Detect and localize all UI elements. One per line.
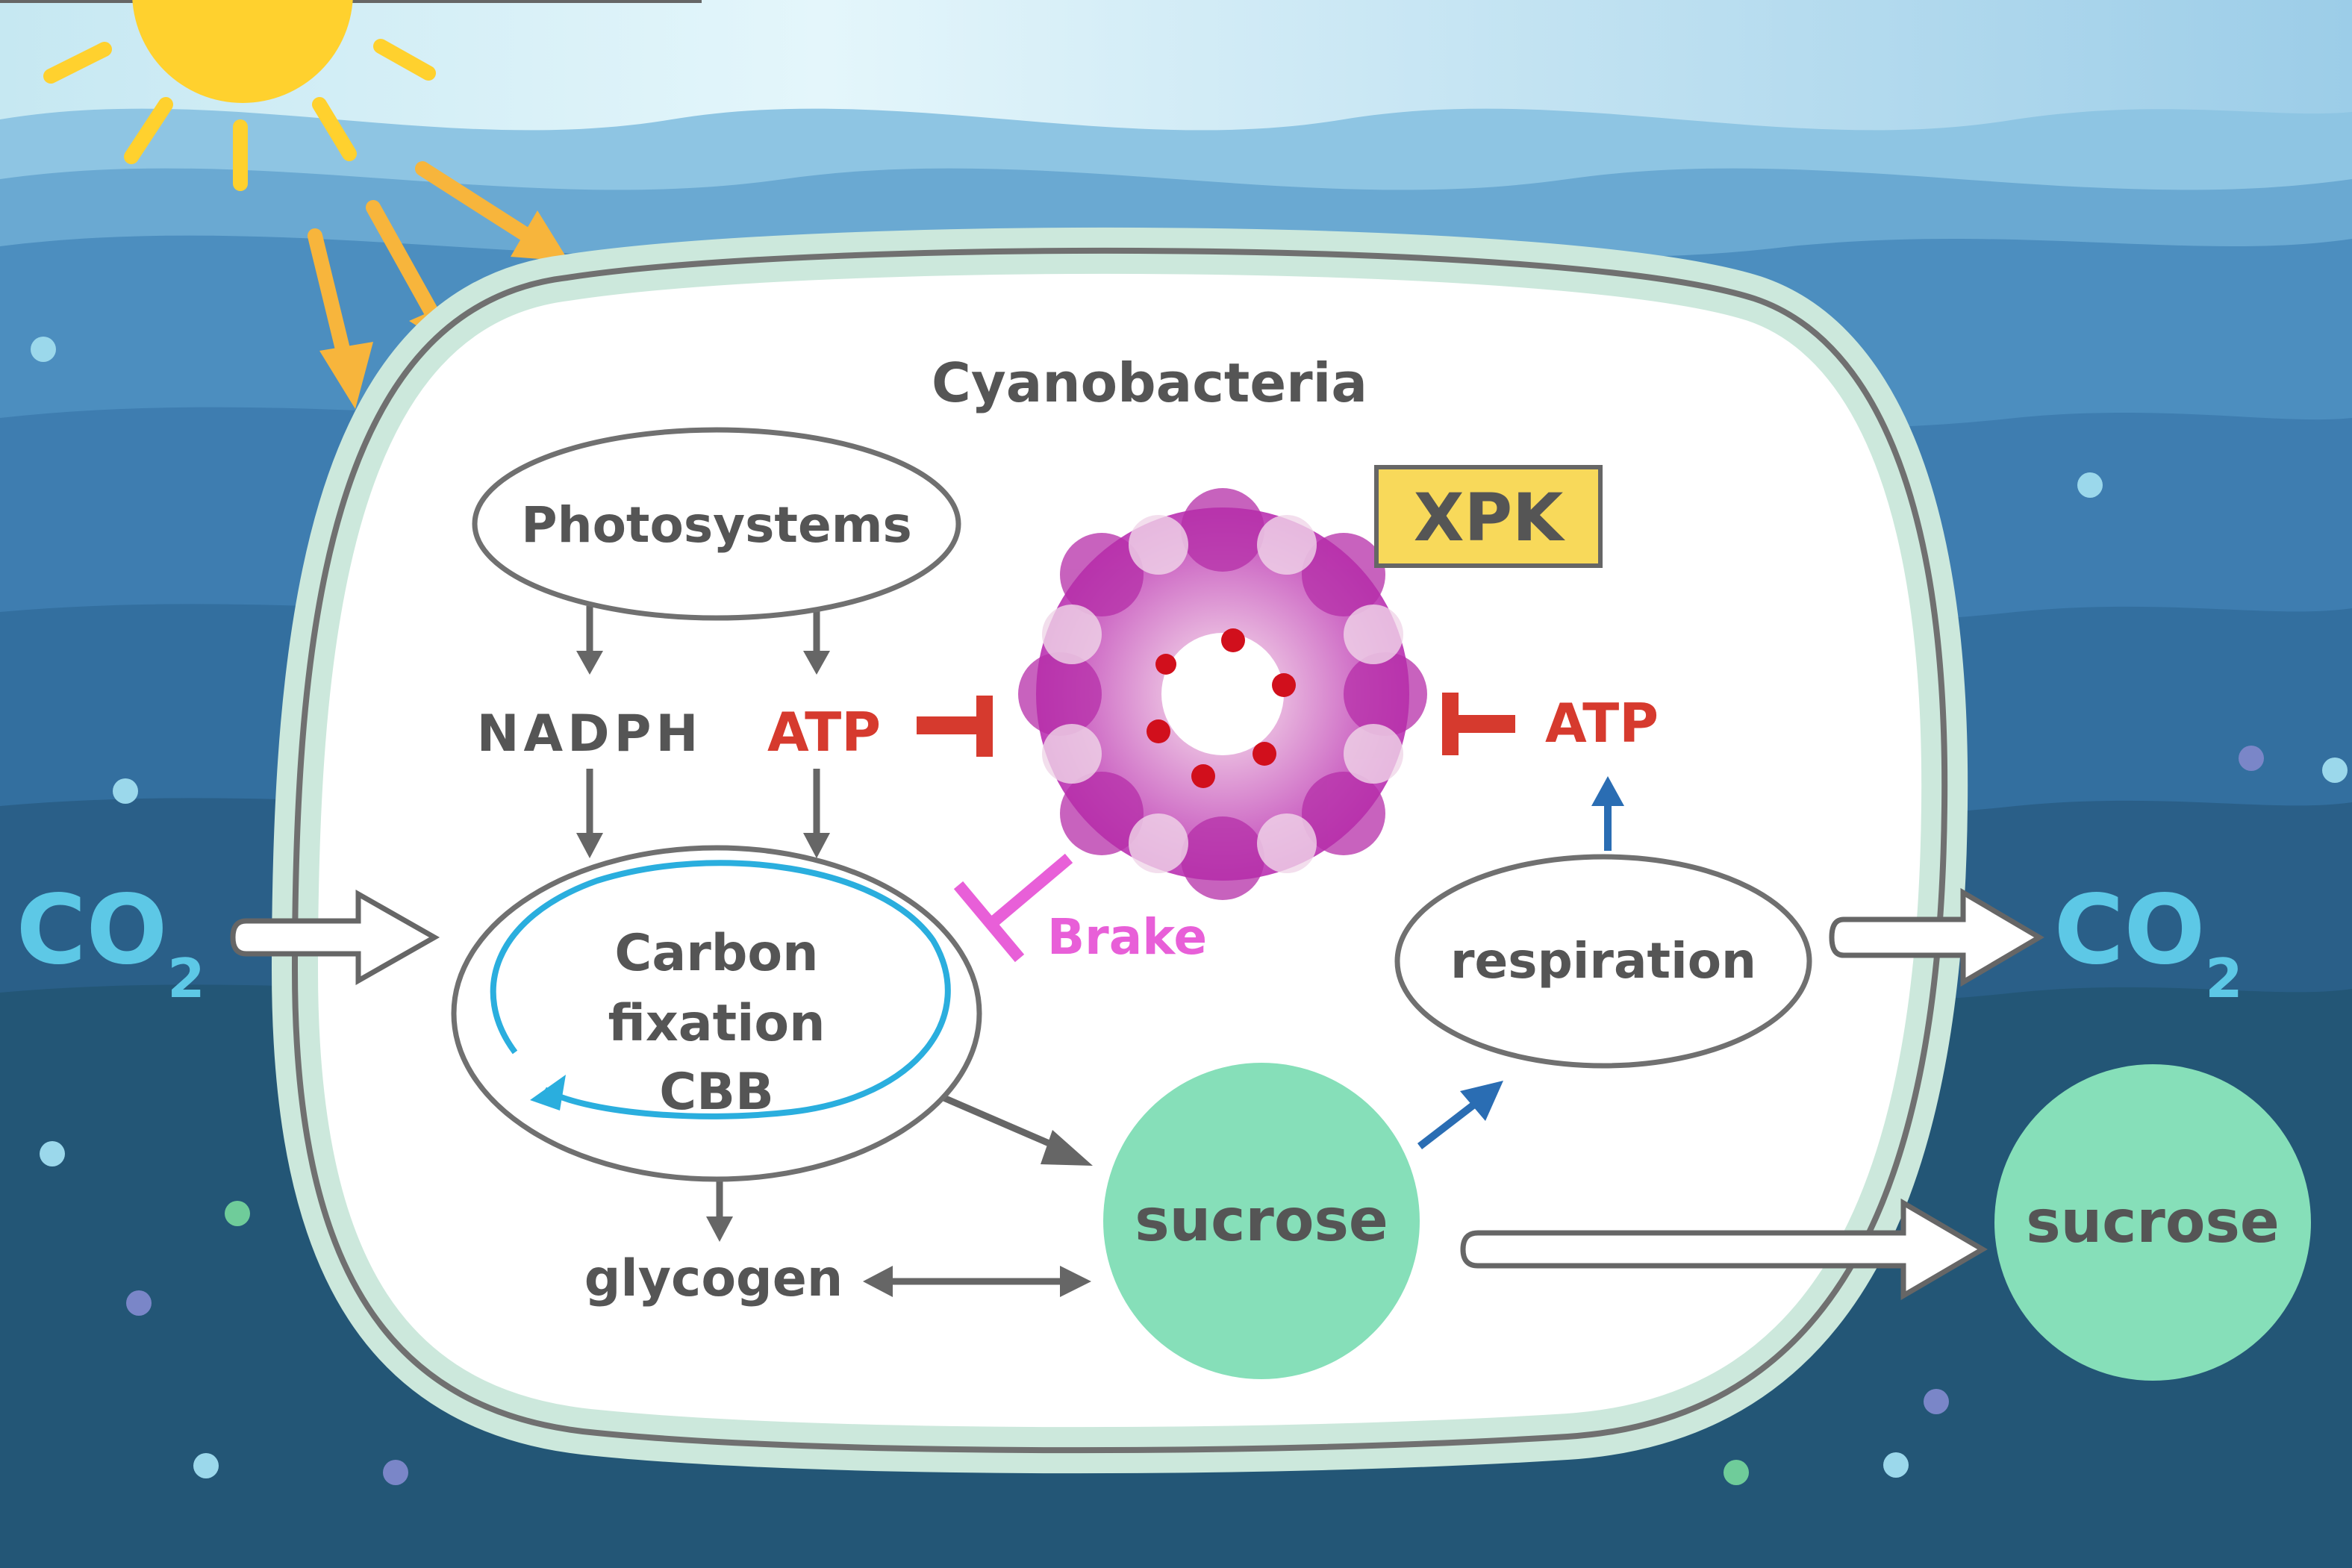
cbb-cycle-arrow bbox=[490, 860, 951, 1119]
bubble bbox=[126, 1290, 152, 1316]
xpk-label: XPK bbox=[1414, 479, 1565, 556]
cell-label: Cyanobacteria bbox=[932, 352, 1367, 414]
gray-arrows bbox=[576, 606, 1093, 1297]
bubble bbox=[383, 1460, 408, 1485]
atp-inhibits-xpk-right bbox=[1442, 693, 1515, 755]
bubble bbox=[1724, 1460, 1749, 1485]
sucrose-outflow-arrow bbox=[1460, 1198, 1988, 1301]
xpk-badge bbox=[1374, 465, 1603, 568]
glycogen-label: glycogen bbox=[584, 1249, 843, 1308]
carbon-fixation-line1: Carbon bbox=[614, 924, 818, 983]
brake-inhibitor bbox=[953, 853, 1073, 963]
co2-left-subscript: 2 bbox=[167, 947, 205, 1010]
sucrose-outside-label: sucrose bbox=[2026, 1189, 2280, 1256]
carbon-fixation-line3: CBB bbox=[659, 1063, 774, 1122]
respiration-node bbox=[1394, 854, 1812, 1069]
cell-wall-line bbox=[291, 247, 1948, 1454]
bubble bbox=[2322, 758, 2348, 783]
brake-label: Brake bbox=[1047, 908, 1207, 966]
xpk-protein-structure bbox=[1018, 488, 1427, 900]
co2-right-subscript: 2 bbox=[2205, 947, 2242, 1010]
bubble bbox=[1883, 1452, 1909, 1478]
atp-right-label: ATP bbox=[1545, 692, 1659, 755]
bubble bbox=[225, 1201, 250, 1226]
bubble bbox=[2077, 472, 2103, 498]
atp-inhibits-xpk-left bbox=[917, 696, 993, 757]
photosystems-node bbox=[472, 427, 961, 621]
co2-right-base: CO bbox=[2054, 875, 2206, 986]
co2-outflow-arrow bbox=[1829, 887, 2044, 987]
bubble bbox=[193, 1453, 219, 1478]
co2-right-label: CO2 bbox=[2054, 875, 2243, 1010]
water-bubbles bbox=[31, 337, 2348, 1485]
respiration-to-atp-arrow bbox=[1591, 776, 1624, 851]
bubble bbox=[113, 778, 138, 804]
bubble bbox=[40, 1141, 65, 1166]
sucrose-inside-label: sucrose bbox=[1135, 1187, 1388, 1255]
nadph-label: NADPH bbox=[477, 705, 703, 763]
photosystems-label: Photosystems bbox=[521, 496, 912, 554]
carbon-fixation-node bbox=[451, 845, 982, 1182]
carbon-fixation-line2: fixation bbox=[608, 994, 825, 1053]
bubble bbox=[31, 337, 56, 362]
atp-left-label: ATP bbox=[767, 701, 881, 763]
sun-icon bbox=[43, 0, 436, 191]
sucrose-to-respiration-arrow bbox=[1417, 1081, 1503, 1149]
co2-left-base: CO bbox=[16, 875, 168, 986]
cbb-cycle-arrowhead bbox=[530, 1075, 566, 1111]
bubble bbox=[2239, 746, 2264, 771]
sucrose-inside-node bbox=[1103, 1063, 1420, 1379]
co2-left-label: CO2 bbox=[16, 875, 205, 1010]
sun-disc bbox=[132, 0, 353, 103]
co2-inflow-arrow bbox=[230, 889, 440, 986]
respiration-label: respiration bbox=[1450, 932, 1756, 990]
sucrose-outside-node bbox=[1994, 1064, 2311, 1381]
bubble bbox=[1924, 1389, 1949, 1414]
